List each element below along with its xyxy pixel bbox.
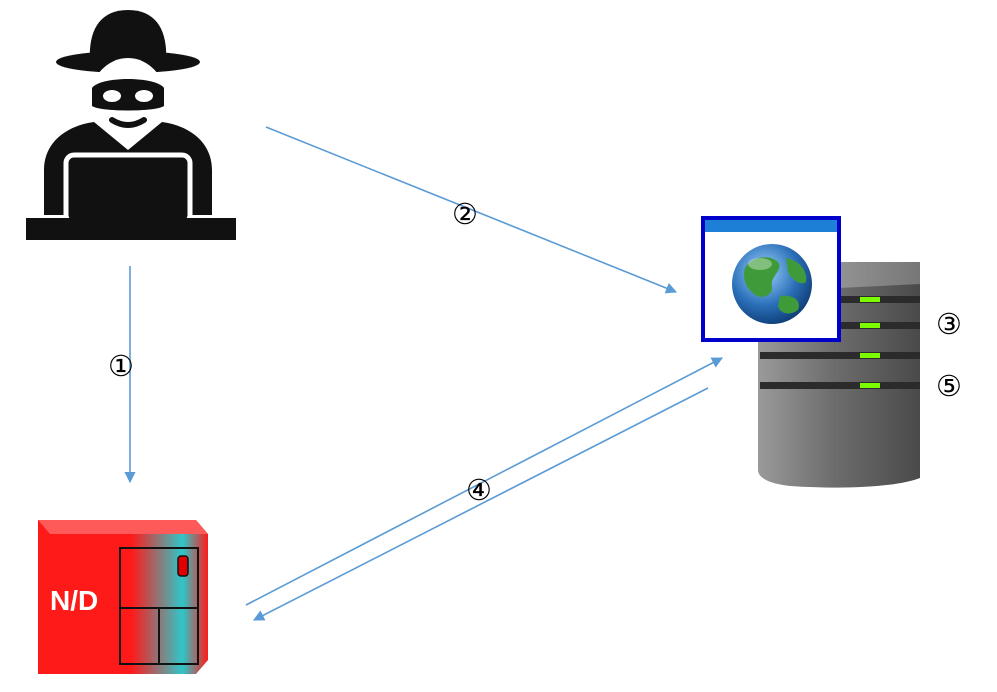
browser-window-icon bbox=[701, 216, 841, 342]
step-1-label: ① bbox=[108, 349, 134, 383]
step-3-label: ③ bbox=[936, 307, 962, 341]
arrow-step-4-response bbox=[253, 387, 709, 621]
step-4-label: ④ bbox=[466, 473, 492, 507]
web-server-icon bbox=[701, 216, 920, 488]
globe-icon bbox=[732, 244, 812, 324]
step-2-label: ② bbox=[452, 197, 478, 231]
arrow-step-4-request bbox=[245, 357, 723, 606]
step-5-label: ⑤ bbox=[936, 369, 962, 403]
arrow-step-2 bbox=[265, 126, 678, 294]
hacker-icon bbox=[26, 10, 236, 240]
red-server-icon: N/D bbox=[38, 520, 208, 674]
nd-server-label: N/D bbox=[50, 585, 98, 616]
arrows bbox=[124, 126, 723, 621]
